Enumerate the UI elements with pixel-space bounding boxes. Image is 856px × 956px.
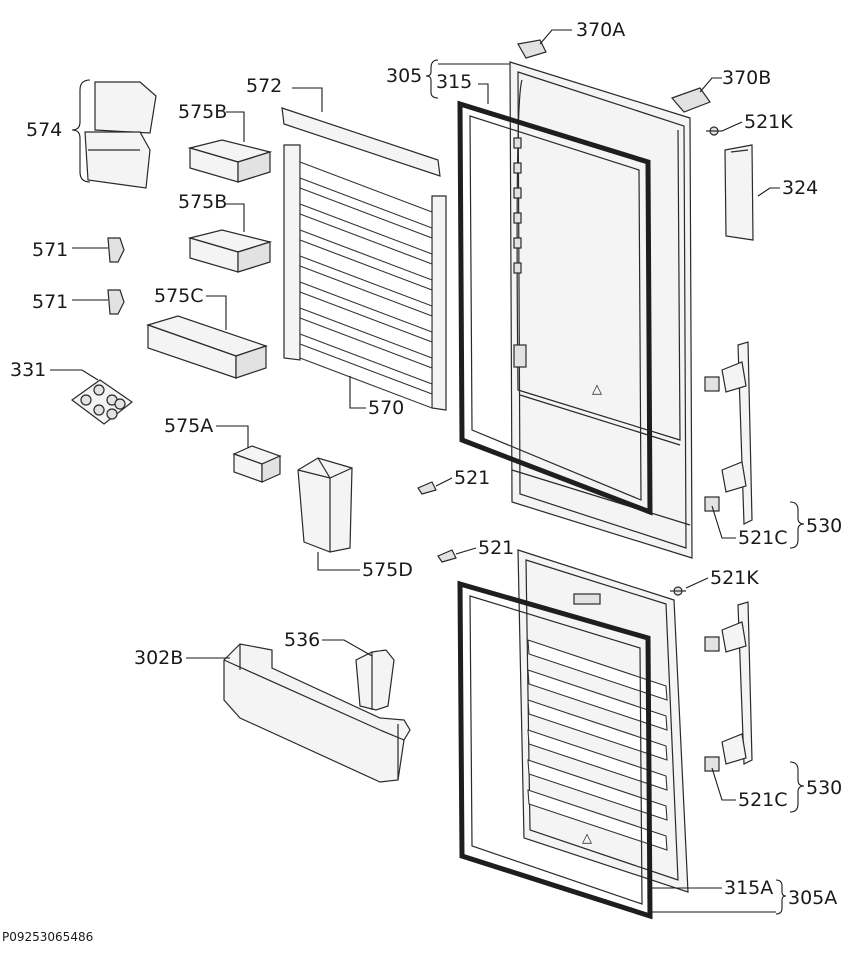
label-331: 331 bbox=[10, 359, 46, 381]
lower-gasket-315a bbox=[457, 580, 653, 920]
screw-521k-top bbox=[706, 126, 722, 136]
hinge-530-upper bbox=[704, 341, 753, 525]
label-370b: 370B bbox=[722, 67, 771, 89]
label-571-2: 571 bbox=[32, 291, 68, 313]
label-575b-1: 575B bbox=[178, 101, 227, 123]
box-575a bbox=[232, 445, 282, 483]
box-575b-2 bbox=[187, 229, 273, 273]
svg-text:△: △ bbox=[582, 831, 592, 846]
clip-370b bbox=[670, 87, 711, 113]
label-305: 305 bbox=[386, 65, 422, 87]
label-315a: 315A bbox=[724, 877, 773, 899]
label-305a: 305A bbox=[788, 887, 837, 909]
shelf-frame-570 bbox=[281, 107, 447, 411]
label-521k-bottom: 521K bbox=[710, 567, 759, 589]
screw-521-2 bbox=[437, 549, 457, 563]
label-575c: 575C bbox=[154, 285, 204, 307]
label-521-2: 521 bbox=[478, 537, 514, 559]
panel-324 bbox=[724, 144, 754, 241]
label-521c-1: 521C bbox=[738, 527, 788, 549]
label-575d: 575D bbox=[362, 559, 413, 581]
door-bin-302b bbox=[223, 643, 411, 783]
clip-571-1 bbox=[107, 237, 125, 263]
label-521k-top: 521K bbox=[744, 111, 793, 133]
label-530-1: 530 bbox=[806, 515, 842, 537]
label-521-1: 521 bbox=[454, 467, 490, 489]
label-575a: 575A bbox=[164, 415, 213, 437]
box-575b-1 bbox=[187, 139, 273, 183]
label-571-1: 571 bbox=[32, 239, 68, 261]
screw-521k-bottom bbox=[670, 586, 686, 596]
document-code: P09253065486 bbox=[2, 930, 94, 944]
label-570: 570 bbox=[368, 397, 404, 419]
label-302b: 302B bbox=[134, 647, 183, 669]
container-575d bbox=[297, 457, 353, 553]
box-575c bbox=[146, 315, 268, 379]
label-575b-2: 575B bbox=[178, 191, 227, 213]
label-572: 572 bbox=[246, 75, 282, 97]
svg-text:△: △ bbox=[592, 382, 602, 397]
hinge-530-lower bbox=[704, 601, 753, 772]
label-315: 315 bbox=[436, 71, 472, 93]
label-370a: 370A bbox=[576, 19, 625, 41]
leader-lines bbox=[50, 29, 805, 915]
lower-door-305a: △ bbox=[517, 549, 689, 893]
screw-521-1 bbox=[417, 481, 437, 495]
label-536: 536 bbox=[284, 629, 320, 651]
clip-536 bbox=[355, 649, 395, 711]
label-324: 324 bbox=[782, 177, 818, 199]
label-521c-2: 521C bbox=[738, 789, 788, 811]
egg-tray-331 bbox=[70, 379, 134, 425]
label-574: 574 bbox=[26, 119, 62, 141]
container-574 bbox=[84, 81, 157, 189]
clip-370a bbox=[517, 39, 547, 59]
upper-gasket-315 bbox=[457, 100, 653, 516]
label-530-2: 530 bbox=[806, 777, 842, 799]
clip-571-2 bbox=[107, 289, 125, 315]
part-labels: 370A 305 315 370B 521K 324 572 574 575B … bbox=[10, 19, 842, 909]
